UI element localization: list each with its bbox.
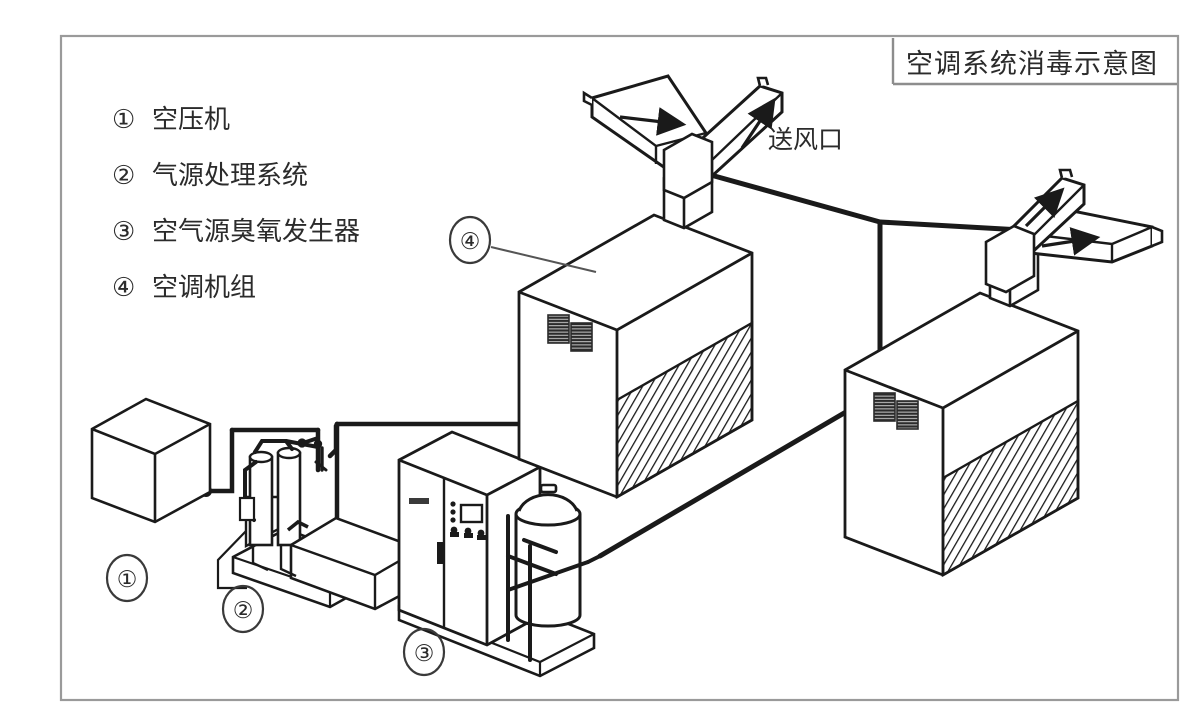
- legend-label-2: 气源处理系统: [152, 161, 308, 191]
- legend-marker-2: ②: [112, 161, 135, 191]
- legend-marker-1: ①: [112, 105, 135, 135]
- ac-unit-left-coil: [615, 320, 754, 500]
- brand-logo: [409, 498, 429, 504]
- right-duct-arrow-horizontal: [1041, 227, 1101, 256]
- legend-label-4: 空调机组: [152, 273, 256, 303]
- legend-marker-3: ③: [112, 217, 135, 247]
- title-text: 空调系统消毒示意图: [906, 49, 1158, 80]
- left-duct-end-flange: [582, 90, 593, 107]
- callout-number-4: ④: [460, 229, 481, 255]
- legend-item-2: ② 气源处理系统: [112, 161, 308, 191]
- left-duct-top-flange: [756, 76, 770, 87]
- right-supply-duct: [984, 168, 1164, 294]
- legend-item-4: ④ 空调机组: [112, 273, 256, 303]
- panel-display: [459, 503, 484, 524]
- title-block: 空调系统消毒示意图: [891, 38, 1177, 86]
- tank-piping: [506, 514, 602, 662]
- indicator-light-3: [450, 517, 456, 523]
- legend-label-1: 空压机: [152, 105, 230, 135]
- callout-3: ③: [402, 627, 446, 677]
- panel-knobs: [450, 526, 486, 540]
- tank-dome: [517, 493, 579, 512]
- treatment-control-box: [238, 496, 256, 522]
- left-duct-arrow-horizontal: [619, 107, 687, 136]
- legend-item-1: ① 空压机: [112, 105, 230, 135]
- ozone-generator: [397, 430, 602, 678]
- ozone-control-panel: [450, 501, 486, 540]
- tank-vent-cap: [539, 483, 558, 494]
- callout-1: ①: [105, 553, 149, 603]
- left-duct-arrow-diagonal: [740, 97, 776, 149]
- adsorption-tower-left: [248, 450, 274, 547]
- legend-label-3: 空气源臭氧发生器: [152, 217, 360, 247]
- indicator-light-1: [450, 501, 456, 507]
- legend-marker-4: ④: [112, 273, 135, 303]
- callout-number-3: ③: [414, 641, 435, 667]
- callout-number-1: ①: [117, 567, 138, 593]
- supply-air-outlet-label: 送风口: [768, 125, 843, 154]
- floor-plane: [216, 529, 248, 590]
- right-duct-arrow-diagonal: [1024, 187, 1065, 228]
- ac-unit-right-grille: [873, 392, 919, 430]
- cabinet-handle: [437, 542, 444, 564]
- indicator-light-2: [450, 509, 456, 515]
- right-duct-top-flange: [1058, 168, 1074, 179]
- air-compressor: [90, 397, 212, 524]
- legend-item-3: ③ 空气源臭氧发生器: [112, 217, 360, 247]
- left-supply-duct: [582, 74, 784, 200]
- callout-4-leader-line: [490, 246, 597, 273]
- ac-unit-right-coil: [941, 398, 1080, 578]
- callout-2: ②: [221, 584, 265, 634]
- right-duct-end-flange: [1151, 225, 1164, 248]
- gas-treatment-system: [231, 436, 422, 611]
- ac-unit-left-grille: [547, 314, 593, 352]
- adsorption-tower-right: [276, 446, 302, 547]
- callout-4: ④: [448, 215, 597, 273]
- ozone-contact-tank: [514, 483, 582, 628]
- callout-number-2: ②: [233, 598, 254, 624]
- legend: ① 空压机 ② 气源处理系统 ③ 空气源臭氧发生器 ④ 空调机组: [112, 105, 360, 303]
